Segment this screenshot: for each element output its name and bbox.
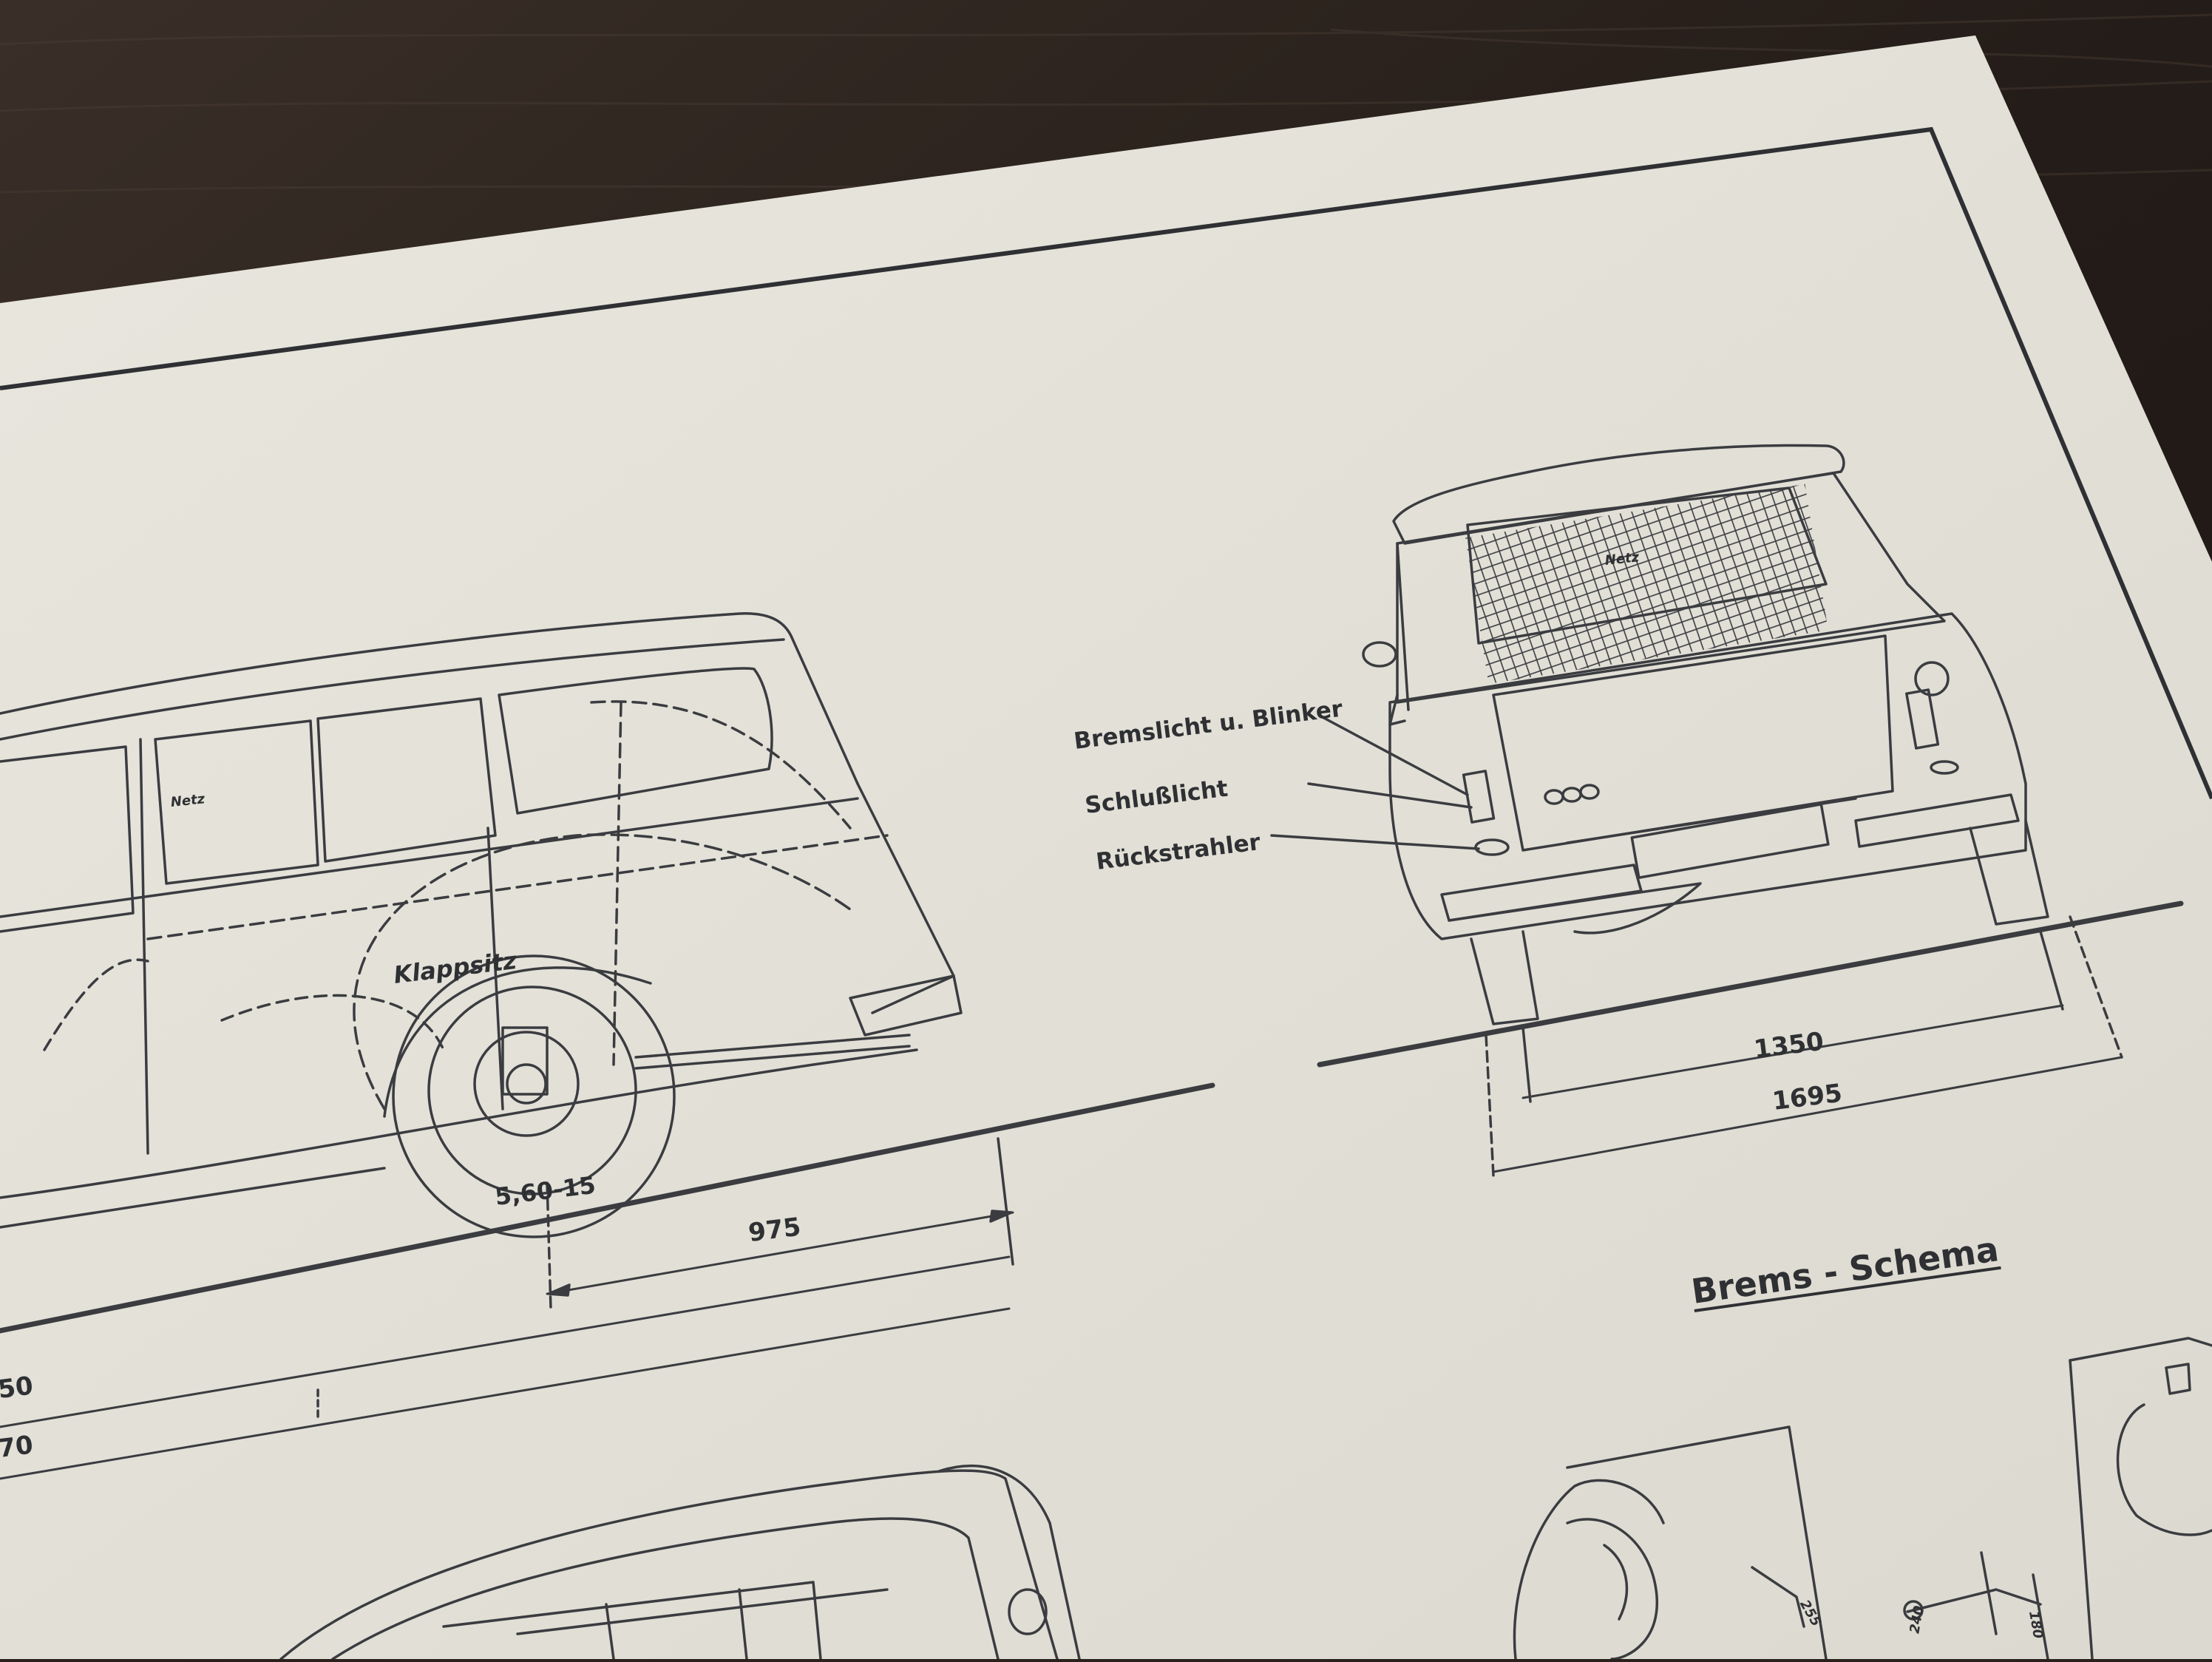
dimension-partial-70: 70 [0, 1430, 35, 1464]
brake-schematic [1513, 1337, 2212, 1661]
paper-sheet [0, 35, 2212, 1659]
car-top-view-partial [279, 1464, 1081, 1661]
car-side-view [0, 612, 1215, 1480]
border-frame [0, 126, 2212, 800]
dimension-975: 975 [747, 1212, 803, 1248]
dimension-partial-50: 50 [0, 1371, 35, 1405]
car-rear-view [1270, 444, 2184, 1177]
